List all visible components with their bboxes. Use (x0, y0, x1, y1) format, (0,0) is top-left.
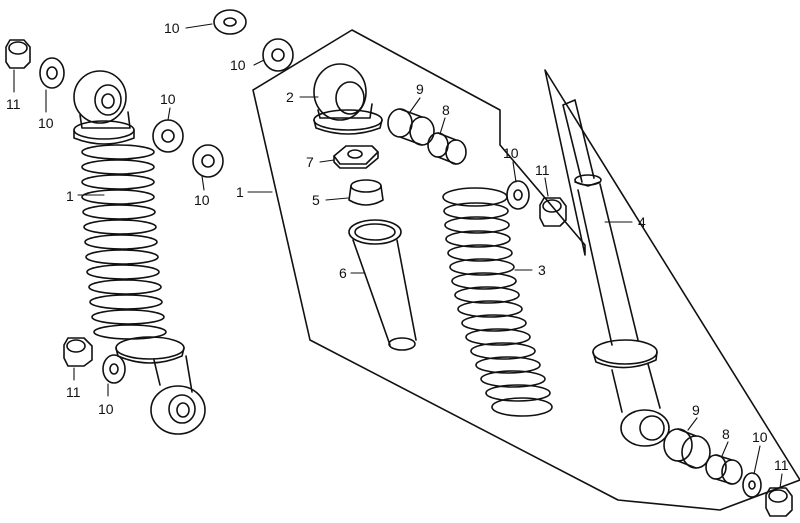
damper (562, 99, 670, 447)
nut-left-top (5, 39, 31, 69)
callout-10-second-washer: 10 (230, 57, 246, 73)
assembled-shock-absorber (73, 70, 206, 435)
callout-10-bottom-washer: 10 (98, 401, 114, 417)
washer-left-3 (192, 144, 224, 178)
collar-lower (705, 454, 743, 485)
washer-left-2 (152, 119, 184, 153)
callout-1-exploded: 1 (236, 184, 244, 200)
rubber-stopper (348, 179, 384, 206)
callout-9-upper-bushing: 9 (416, 81, 424, 97)
callout-10-mid-washer: 10 (160, 91, 176, 107)
callout-8-lower-collar: 8 (722, 426, 730, 442)
stopper-plate (333, 145, 379, 169)
callout-10-lower-washer: 10 (194, 192, 210, 208)
nut-right-lower (765, 487, 793, 517)
bushing-lower (663, 428, 711, 469)
washer-top-1 (213, 9, 247, 35)
washer-top-2 (262, 38, 294, 72)
callout-11-bottom-nut: 11 (66, 384, 81, 400)
washer-right-upper (506, 180, 530, 210)
callout-11-lower-right-nut: 11 (774, 457, 789, 473)
assembled-spring-coils (81, 144, 167, 340)
washer-right-lower (742, 472, 762, 498)
callout-2-upper-mount: 2 (286, 89, 294, 105)
leader-lines (13, 23, 783, 489)
callout-10-lower-right-washer: 10 (752, 429, 768, 445)
callout-10-top-washer: 10 (164, 20, 180, 36)
callout-11-left-nut: 11 (6, 96, 21, 112)
bushing-upper (387, 108, 435, 146)
callout-1-assembled: 1 (66, 188, 74, 204)
dust-tube (348, 219, 417, 351)
assembly-outline (252, 29, 800, 511)
callout-7-stopper-plate: 7 (306, 154, 314, 170)
nut-left-bottom (63, 337, 93, 367)
collar-upper (427, 132, 467, 165)
upper-mount (313, 63, 383, 135)
callout-4-damper: 4 (638, 214, 646, 230)
callout-3-spring: 3 (538, 262, 546, 278)
callout-10-right-washer: 10 (503, 145, 519, 161)
washer-left-4 (102, 354, 126, 384)
callout-10-left-washer: 10 (38, 115, 54, 131)
callout-9-lower-bushing: 9 (692, 402, 700, 418)
callout-6-dust-tube: 6 (339, 265, 347, 281)
callout-8-upper-collar: 8 (442, 102, 450, 118)
nut-right-upper (539, 197, 567, 227)
washer-left-1 (39, 57, 65, 89)
callout-11-right-nut: 11 (535, 162, 550, 178)
callout-5-rubber-stopper: 5 (312, 192, 320, 208)
spring (442, 187, 553, 417)
